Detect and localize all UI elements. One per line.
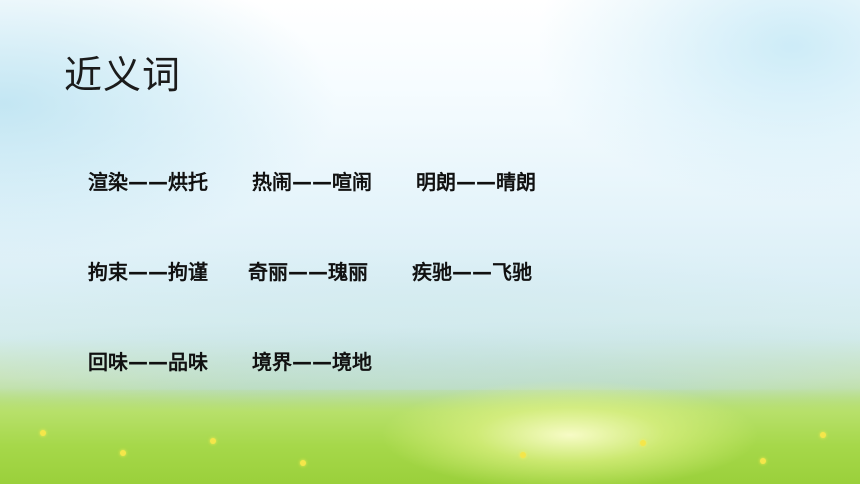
synonym-pair: 渲染——烘托	[88, 170, 208, 194]
synonym-row-2: 拘束——拘谨 奇丽——瑰丽 疾驰——飞驰	[88, 256, 532, 285]
synonym-pair: 奇丽——瑰丽	[248, 260, 368, 284]
synonym-pair: 热闹——喧闹	[252, 170, 372, 194]
synonym-row-1: 渲染——烘托 热闹——喧闹 明朗——晴朗	[88, 166, 536, 195]
sky-background	[0, 0, 340, 260]
sky-cloud	[540, 0, 860, 200]
synonym-pair: 明朗——晴朗	[416, 170, 536, 194]
slide-title: 近义词	[64, 53, 182, 97]
synonym-pair: 拘束——拘谨	[88, 260, 208, 284]
synonym-pair: 疾驰——飞驰	[412, 260, 532, 284]
synonym-row-3: 回味——品味 境界——境地	[88, 346, 372, 375]
sunlight-glow	[380, 380, 760, 484]
synonym-pair: 回味——品味	[88, 350, 208, 374]
synonym-pair: 境界——境地	[252, 350, 372, 374]
